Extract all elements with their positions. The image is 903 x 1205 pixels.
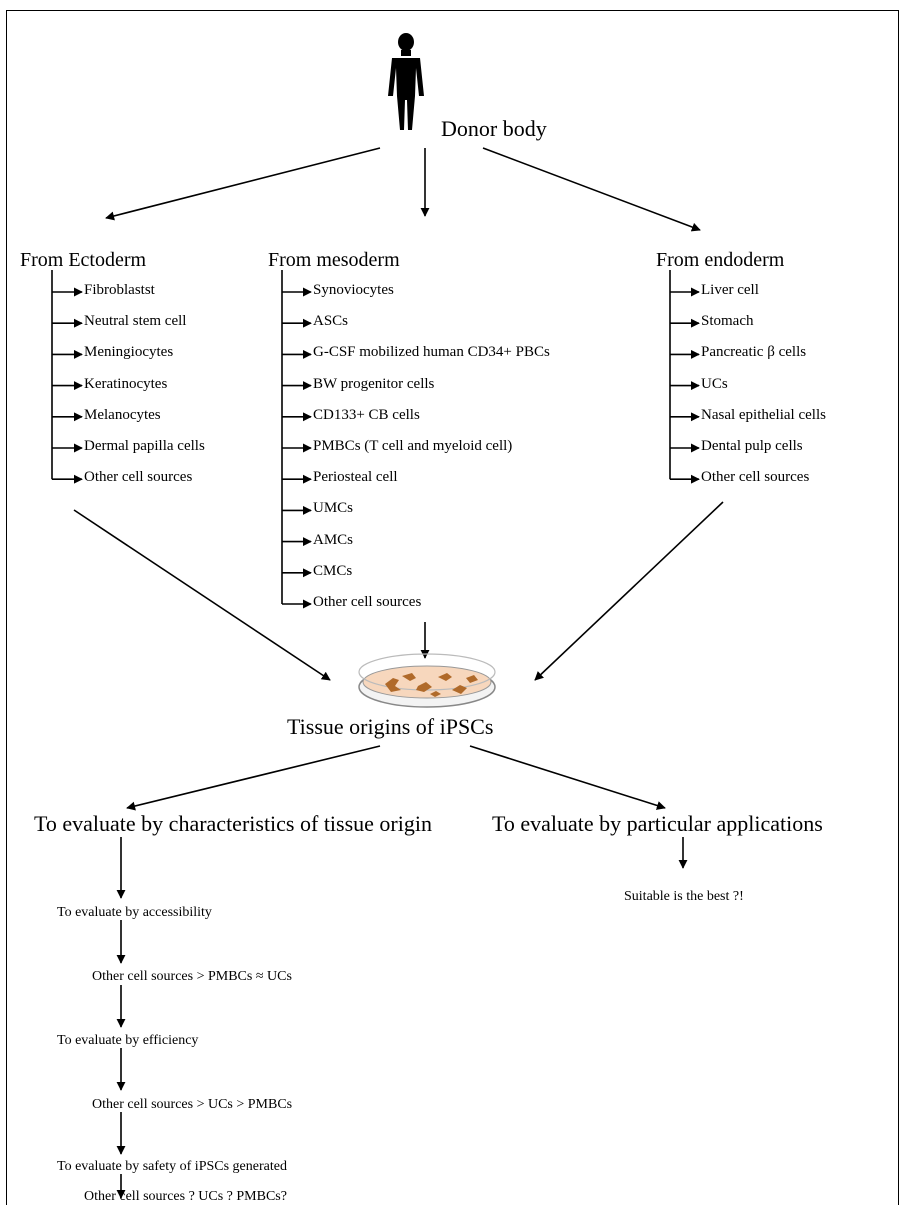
arrow-to-applications bbox=[469, 745, 666, 810]
tissue-origins-label: Tissue origins of iPSCs bbox=[287, 714, 494, 739]
endoderm-item: Pancreatic β cells bbox=[701, 344, 807, 361]
ectoderm-title: From Ectoderm bbox=[20, 249, 147, 271]
petri-dish-icon bbox=[358, 653, 496, 708]
mesoderm-item: UMCs bbox=[313, 500, 354, 517]
mesoderm-item: AMCs bbox=[313, 531, 354, 548]
evaluate-applications-result: Suitable is the best ?! bbox=[624, 889, 744, 904]
endoderm-title: From endoderm bbox=[656, 249, 785, 271]
arrow-to-endoderm bbox=[482, 147, 701, 232]
ectoderm-item: Dermal papilla cells bbox=[84, 438, 205, 454]
human-body-icon bbox=[388, 33, 424, 130]
ectoderm-item: Fibroblastst bbox=[84, 282, 155, 298]
eval-result-efficiency: Other cell sources > UCs > PMBCs bbox=[92, 1097, 293, 1112]
mesoderm-item: ASCs bbox=[313, 313, 349, 330]
eval-result-safety: Other cell sources ? UCs ? PMBCs? bbox=[84, 1189, 287, 1204]
ectoderm-item: Melanocytes bbox=[84, 406, 161, 423]
mesoderm-item: CD133+ CB cells bbox=[313, 406, 420, 423]
endoderm-item: Liver cell bbox=[701, 282, 759, 298]
eval-step-safety: To evaluate by safety of iPSCs generated bbox=[57, 1159, 287, 1174]
eval-step-efficiency: To evaluate by efficiency bbox=[57, 1033, 199, 1048]
ectoderm-item: Meningiocytes bbox=[84, 344, 174, 361]
mesoderm-item: PMBCs (T cell and myeloid cell) bbox=[313, 438, 513, 454]
mesoderm-item: Other cell sources bbox=[313, 594, 422, 610]
arrow-ectoderm-to-origins bbox=[73, 509, 331, 681]
mesoderm-item: Synoviocytes bbox=[313, 282, 394, 298]
endoderm-item: Stomach bbox=[701, 313, 754, 330]
mesoderm-item: G-CSF mobilized human CD34+ PBCs bbox=[313, 344, 550, 361]
arrow-endoderm-to-origins bbox=[534, 501, 724, 681]
endoderm-item: Other cell sources bbox=[701, 469, 810, 486]
endoderm-item: UCs bbox=[701, 375, 728, 392]
mesoderm-item: BW progenitor cells bbox=[313, 375, 435, 392]
evaluate-characteristics-title: To evaluate by characteristics of tissue… bbox=[34, 811, 432, 836]
mesoderm-item: CMCs bbox=[313, 562, 353, 579]
ectoderm-item: Neutral stem cell bbox=[84, 313, 187, 330]
endoderm-item: Dental pulp cells bbox=[701, 438, 803, 454]
arrow-to-ectoderm bbox=[105, 147, 381, 221]
eval-result-accessibility: Other cell sources > PMBCs ≈ UCs bbox=[92, 969, 292, 984]
endoderm-item: Nasal epithelial cells bbox=[701, 406, 826, 423]
eval-step-accessibility: To evaluate by accessibility bbox=[57, 905, 212, 920]
mesoderm-item: Periosteal cell bbox=[313, 469, 398, 486]
mesoderm-title: From mesoderm bbox=[268, 249, 400, 271]
donor-body-label: Donor body bbox=[441, 116, 547, 141]
ectoderm-item: Keratinocytes bbox=[84, 375, 168, 392]
figure-frame bbox=[6, 10, 899, 1205]
evaluate-applications-title: To evaluate by particular applications bbox=[492, 811, 823, 836]
arrow-to-characteristics bbox=[126, 745, 381, 811]
ectoderm-item: Other cell sources bbox=[84, 469, 193, 486]
